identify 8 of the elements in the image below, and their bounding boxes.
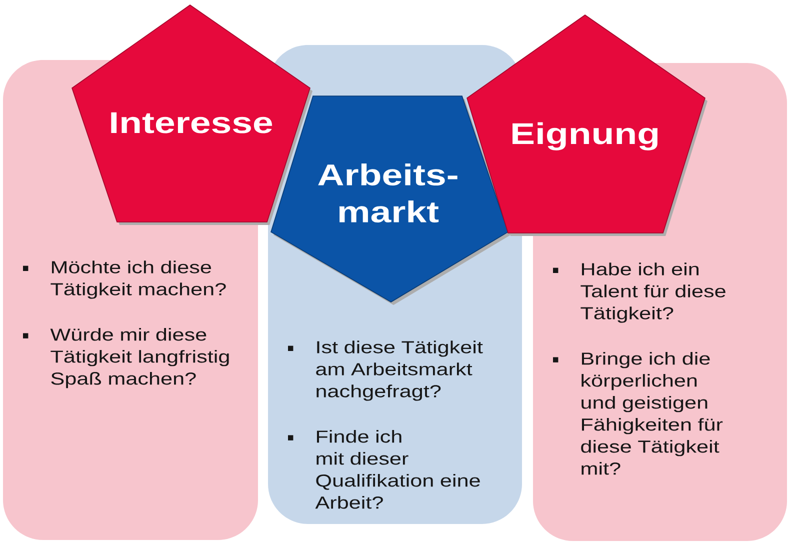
bullet-text: Finde ich mit dieser Qualifikation eine Arbeit? bbox=[315, 430, 480, 509]
bullet-text: Ist diese Tätigkeit am Arbeitsmarkt nachgefragt? bbox=[316, 340, 483, 401]
bullet-text: Habe ich ein Talent für diese Tätigkeit? bbox=[580, 262, 726, 323]
bullet-text: Möchte ich diese Tätigkeit machen? bbox=[50, 260, 226, 299]
pentagon: Interesse bbox=[72, 4, 312, 225]
bullet-text: Würde mir diese Tätigkeit langfristig Spaß machen? bbox=[50, 328, 229, 388]
pentagon: Eignung bbox=[466, 14, 708, 236]
bullet-text: Bringe ich die körperlichen und geistigen Fähigkeiten für diese Tätigkeit mit? bbox=[581, 352, 723, 475]
